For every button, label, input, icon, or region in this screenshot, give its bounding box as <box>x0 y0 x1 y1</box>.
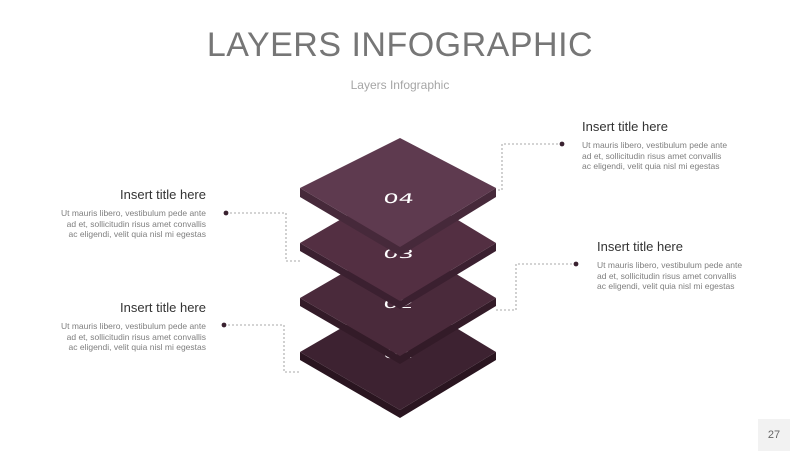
connector-dot-right-bottom <box>573 261 579 267</box>
callout-right-top: Insert title here Ut mauris libero, vest… <box>582 119 732 172</box>
slide-subtitle: Layers Infographic <box>350 78 450 92</box>
connector-right-bottom <box>496 263 576 311</box>
callout-title: Insert title here <box>582 119 668 134</box>
callout-text: Ut mauris libero, vestibulum pede ante a… <box>60 321 206 353</box>
layer-04: 04 <box>300 138 496 256</box>
layer-04-label: 04 <box>382 191 415 207</box>
callout-left-bottom: Insert title here Ut mauris libero, vest… <box>56 300 206 353</box>
callout-left-top: Insert title here Ut mauris libero, vest… <box>56 187 206 240</box>
callout-title: Insert title here <box>597 239 683 254</box>
connector-dot-right-top <box>559 141 565 147</box>
callout-title: Insert title here <box>120 300 206 315</box>
connector-left-bottom <box>224 324 300 373</box>
callout-text: Ut mauris libero, vestibulum pede ante a… <box>582 140 728 172</box>
connector-right-top <box>496 143 562 191</box>
connector-left-top <box>226 212 300 262</box>
connector-dot-left-top <box>223 210 229 216</box>
callout-text: Ut mauris libero, vestibulum pede ante a… <box>60 208 206 240</box>
callout-text: Ut mauris libero, vestibulum pede ante a… <box>597 260 743 292</box>
callout-right-bottom: Insert title here Ut mauris libero, vest… <box>597 239 747 292</box>
page-number: 27 <box>758 419 790 451</box>
connector-dot-left-bottom <box>221 322 227 328</box>
callout-title: Insert title here <box>120 187 206 202</box>
layer-04-top <box>300 138 496 247</box>
slide-title: LAYERS INFOGRAPHIC <box>206 26 594 64</box>
